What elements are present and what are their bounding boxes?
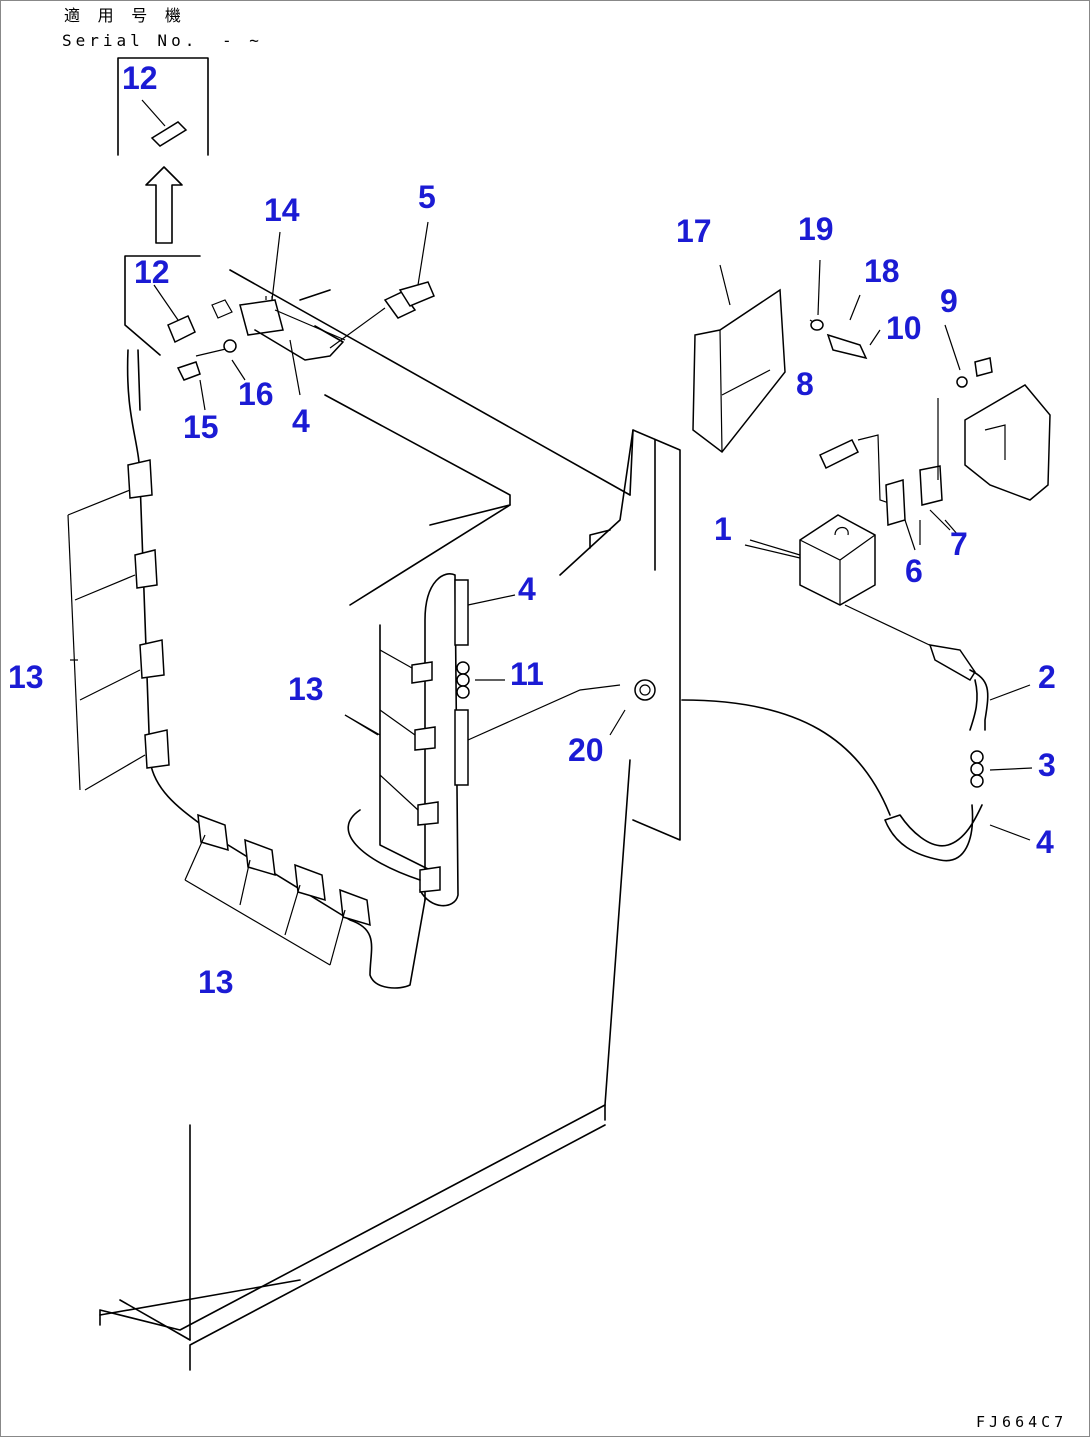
callout-1: 1 [714, 511, 732, 547]
callout-13-left: 13 [8, 659, 44, 695]
callout-13-middle: 13 [288, 671, 324, 707]
callout-19: 19 [798, 211, 834, 247]
callout-14: 14 [264, 192, 300, 228]
leader-lines [70, 221, 1033, 841]
callout-2: 2 [1038, 659, 1056, 695]
callout-20: 20 [568, 732, 604, 768]
serial-number-label: Serial No. [62, 31, 199, 50]
callout-12-inset: 12 [122, 60, 158, 96]
callout-4-middle: 4 [518, 571, 536, 607]
left-hose [67, 349, 426, 989]
callout-8: 8 [796, 366, 814, 402]
figure-code: FJ664C7 [976, 1413, 1068, 1431]
callout-4-right: 4 [1036, 824, 1054, 860]
washer-nozzle [609, 679, 656, 736]
callout-9: 9 [940, 283, 958, 319]
callout-17: 17 [676, 213, 712, 249]
callout-13-bottom: 13 [198, 964, 234, 1000]
callout-5: 5 [418, 179, 436, 215]
applicable-serial-label: 適 用 号 機 [64, 6, 185, 25]
callout-10: 10 [886, 310, 922, 346]
callout-3: 3 [1038, 747, 1056, 783]
callout-6: 6 [905, 553, 923, 589]
callout-11: 11 [510, 656, 544, 692]
serial-number-range: - ~ [222, 31, 263, 50]
callout-15: 15 [183, 409, 219, 445]
callout-4-upper: 4 [292, 403, 310, 439]
upper-fittings [153, 281, 435, 381]
callout-16: 16 [238, 376, 274, 412]
callout-12: 12 [134, 254, 170, 290]
callout-18: 18 [864, 253, 900, 289]
washer-tank-group [681, 259, 1051, 862]
detail-inset [117, 57, 209, 156]
callout-7: 7 [950, 526, 968, 562]
body-panel [99, 269, 681, 1371]
up-arrow-icon [145, 166, 183, 244]
